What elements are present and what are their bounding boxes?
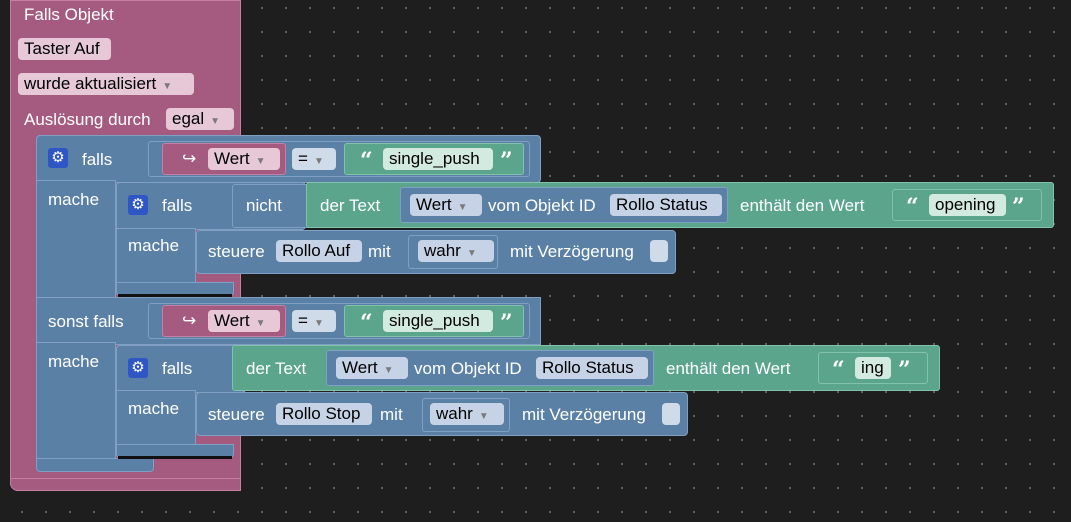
dropdown-arrow-icon: ▼	[466, 248, 477, 259]
inner-do-2-label: mache	[128, 399, 180, 418]
variable-dropdown-1[interactable]: Wert ▼	[208, 148, 280, 170]
if-label: falls	[82, 150, 113, 169]
inner-if-2-label: falls	[162, 359, 193, 378]
event-triggered-by-label: Auslösung durch	[24, 110, 151, 129]
not-label: nicht	[246, 196, 282, 215]
variable-value-1: Wert	[214, 149, 250, 168]
quote-icon: ”	[898, 357, 911, 383]
event-trigger-dropdown[interactable]: wurde aktualisiert ▼	[18, 73, 194, 95]
dropdown-arrow-icon: ▼	[313, 156, 324, 167]
gear-icon[interactable]: ⚙	[128, 195, 148, 215]
quote-icon: “	[906, 194, 919, 220]
dropdown-arrow-icon: ▼	[457, 202, 468, 213]
value-dropdown-2[interactable]: Wert ▼	[336, 357, 408, 379]
dropdown-arrow-icon: ▼	[383, 365, 394, 376]
delay-label-1: mit Verzögerung	[510, 242, 634, 261]
delay-checkbox-2[interactable]	[662, 403, 680, 425]
do-label: mache	[48, 190, 100, 209]
delay-checkbox-1[interactable]	[650, 240, 668, 262]
bool-dropdown-1[interactable]: wahr ▼	[418, 240, 494, 262]
bool-value-2: wahr	[436, 404, 473, 423]
with-label-2: mit	[380, 405, 403, 424]
event-title: Falls Objekt	[24, 5, 114, 24]
object-id-field-1[interactable]: Rollo Status	[610, 194, 722, 216]
gear-icon[interactable]: ⚙	[128, 358, 148, 378]
contains-text-1[interactable]: opening	[929, 194, 1006, 216]
operator-dropdown-2[interactable]: =▼	[292, 310, 336, 332]
dropdown-arrow-icon: ▼	[478, 411, 489, 422]
operator-dropdown-1[interactable]: =▼	[292, 148, 336, 170]
if-block-left-spine-2	[36, 342, 116, 460]
if-block-bottom	[36, 458, 154, 472]
text-value-2[interactable]: single_push	[383, 310, 493, 332]
contains-label-1: enthält den Wert	[740, 196, 865, 215]
event-triggered-by-value: egal	[172, 109, 205, 128]
quote-icon: ”	[1012, 194, 1025, 220]
quote-icon: “	[832, 357, 845, 383]
dropdown-arrow-icon: ▼	[210, 116, 221, 127]
control-label-1: steuere	[208, 242, 265, 261]
variable-value-2: Wert	[214, 311, 250, 330]
with-label-1: mit	[368, 242, 391, 261]
control-object-2[interactable]: Rollo Stop	[276, 403, 372, 425]
from-object-label-1: vom Objekt ID	[488, 196, 596, 215]
inner-if-2-shadow	[118, 456, 232, 459]
dropdown-arrow-icon: ▼	[255, 156, 266, 167]
text-label-2: der Text	[246, 359, 307, 378]
gear-icon[interactable]: ⚙	[48, 148, 68, 168]
quote-icon: ”	[500, 310, 513, 336]
value-dropdown-1[interactable]: Wert ▼	[410, 194, 482, 216]
bool-value-1: wahr	[424, 241, 461, 260]
contains-label-2: enthält den Wert	[666, 359, 791, 378]
do2-label: mache	[48, 352, 100, 371]
inner-if-1-shadow	[118, 294, 232, 297]
inner-do-1-label: mache	[128, 236, 180, 255]
from-object-label-2: vom Objekt ID	[414, 359, 522, 378]
dropdown-arrow-icon: ▼	[255, 318, 266, 329]
event-object-field[interactable]: Taster Auf	[18, 38, 111, 60]
event-triggered-by-dropdown[interactable]: egal ▼	[166, 108, 234, 130]
variable-arrow-icon: ↪	[182, 311, 197, 330]
not-block[interactable]	[232, 184, 312, 228]
quote-icon: “	[360, 310, 373, 336]
inner-if-1-label: falls	[162, 196, 193, 215]
text-label-1: der Text	[320, 196, 381, 215]
delay-label-2: mit Verzögerung	[522, 405, 646, 424]
operator-value-2: =	[298, 311, 308, 330]
dropdown-arrow-icon: ▼	[313, 318, 324, 329]
operator-value-1: =	[298, 149, 308, 168]
control-object-1[interactable]: Rollo Auf	[276, 240, 362, 262]
quote-icon: “	[360, 148, 373, 174]
quote-icon: ”	[500, 148, 513, 174]
dropdown-arrow-icon: ▼	[162, 81, 173, 92]
inner-if-1-spine	[116, 228, 196, 284]
value-dropdown-1-value: Wert	[416, 195, 452, 214]
object-id-field-2[interactable]: Rollo Status	[536, 357, 648, 379]
variable-dropdown-2[interactable]: Wert ▼	[208, 310, 280, 332]
event-block-bottom	[10, 478, 241, 491]
variable-arrow-icon: ↪	[182, 149, 197, 168]
bool-dropdown-2[interactable]: wahr ▼	[430, 403, 504, 425]
control-label-2: steuere	[208, 405, 265, 424]
contains-text-2[interactable]: ing	[855, 357, 891, 379]
elseif-label: sonst falls	[48, 312, 124, 331]
value-dropdown-2-value: Wert	[342, 358, 378, 377]
text-value-1[interactable]: single_push	[383, 148, 493, 170]
event-trigger-value: wurde aktualisiert	[24, 74, 157, 93]
